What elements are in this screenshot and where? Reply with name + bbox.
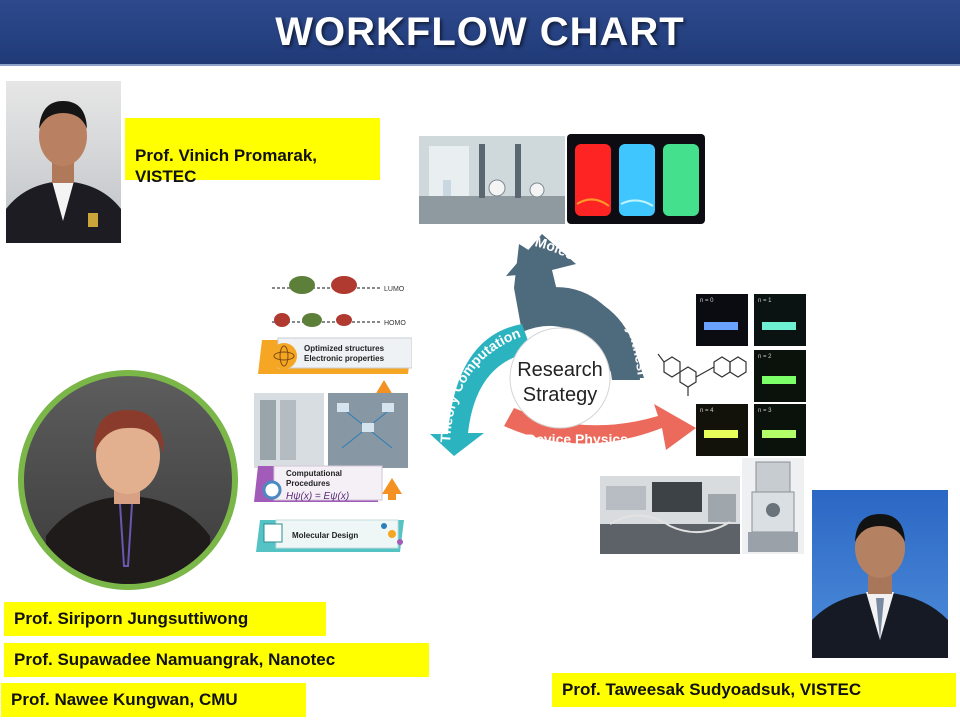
lab-glassware-icon bbox=[419, 136, 565, 224]
person-silhouette-icon bbox=[44, 410, 212, 584]
oled-emission-panel: n = 0 n = 1 n = 2 n = 4 n = 3 bbox=[650, 292, 808, 458]
arc-device-label: Device Physics bbox=[526, 431, 628, 447]
theory-arc bbox=[430, 324, 532, 456]
schrodinger-equation: Hψ(x) = Eψ(x) bbox=[286, 491, 349, 502]
atom-icon bbox=[271, 343, 297, 369]
arc-device-sub-label: Fabrication & Testing bbox=[514, 451, 626, 463]
magnifier-icon bbox=[262, 480, 282, 500]
research-strategy-diagram: Research Strategy Molecular Design Synth… bbox=[414, 228, 696, 463]
equipment-icon bbox=[600, 482, 740, 554]
title-banner: WORKFLOW CHART bbox=[0, 0, 960, 66]
molecular-design-label: Molecular Design bbox=[292, 531, 358, 540]
name-label-siriporn: Prof. Siriporn Jungsuttiwong bbox=[4, 602, 326, 636]
testing-equipment-photo bbox=[600, 476, 740, 554]
lumo-label: LUMO bbox=[384, 286, 405, 293]
name-label-vinich: Prof. Vinich Promarak, VISTEC bbox=[125, 118, 380, 186]
up-arrow-icon bbox=[382, 478, 402, 500]
name-label-supawadee: Prof. Supawadee Namuangrak, Nanotec bbox=[4, 643, 429, 677]
n4-label: n = 4 bbox=[700, 408, 714, 414]
name-label-nawee: Prof. Nawee Kungwan, CMU bbox=[1, 683, 306, 717]
name-text-siriporn: Prof. Siriporn Jungsuttiwong bbox=[14, 609, 249, 628]
name-label-taweesak: Prof. Taweesak Sudyoadsuk, VISTEC bbox=[552, 673, 956, 707]
n2-label: n = 2 bbox=[758, 354, 772, 360]
homo-orbital-icon bbox=[272, 313, 382, 327]
vials-icon bbox=[575, 144, 699, 216]
portrait-taweesak bbox=[812, 490, 948, 658]
optimized-line2: Electronic properties bbox=[304, 354, 385, 363]
lab-photo bbox=[419, 136, 565, 224]
center-line2: Strategy bbox=[523, 384, 597, 406]
evaporator-icon bbox=[748, 461, 798, 552]
person-silhouette-icon bbox=[6, 101, 121, 243]
computation-column: LUMO HOMO Optimized structures Electroni… bbox=[252, 268, 412, 562]
optimized-line1: Optimized structures bbox=[304, 344, 385, 353]
fluorescent-vials-photo bbox=[567, 134, 705, 224]
center-line1: Research bbox=[517, 359, 603, 381]
n0-label: n = 0 bbox=[700, 298, 714, 304]
oled-devices-graphic: n = 0 n = 1 n = 2 n = 4 n = 3 bbox=[657, 294, 806, 456]
chip-icon bbox=[263, 523, 283, 543]
n1-label: n = 1 bbox=[758, 298, 772, 304]
molecule-icon bbox=[381, 523, 403, 545]
lumo-orbital-icon bbox=[272, 276, 382, 294]
name-text-supawadee: Prof. Supawadee Namuangrak, Nanotec bbox=[14, 650, 336, 669]
strategy-center bbox=[509, 327, 611, 429]
evaporator-photo bbox=[742, 458, 804, 554]
homo-label: HOMO bbox=[384, 320, 406, 327]
n3-label: n = 3 bbox=[758, 408, 772, 414]
molecule-structure-icon bbox=[657, 353, 747, 396]
name-text-nawee: Prof. Nawee Kungwan, CMU bbox=[11, 690, 238, 709]
computation-graphic: LUMO HOMO Optimized structures Electroni… bbox=[254, 276, 412, 552]
name-text-taweesak: Prof. Taweesak Sudyoadsuk, VISTEC bbox=[562, 680, 862, 699]
person-silhouette-icon bbox=[812, 514, 948, 658]
computational-line2: Procedures bbox=[286, 479, 331, 488]
name-text-vinich: Prof. Vinich Promarak, VISTEC bbox=[135, 146, 318, 186]
device-arc bbox=[504, 404, 696, 450]
portrait-siriporn bbox=[18, 370, 238, 590]
page-title: WORKFLOW CHART bbox=[275, 9, 685, 54]
computational-line1: Computational bbox=[286, 469, 342, 478]
portrait-vinich bbox=[6, 81, 121, 243]
